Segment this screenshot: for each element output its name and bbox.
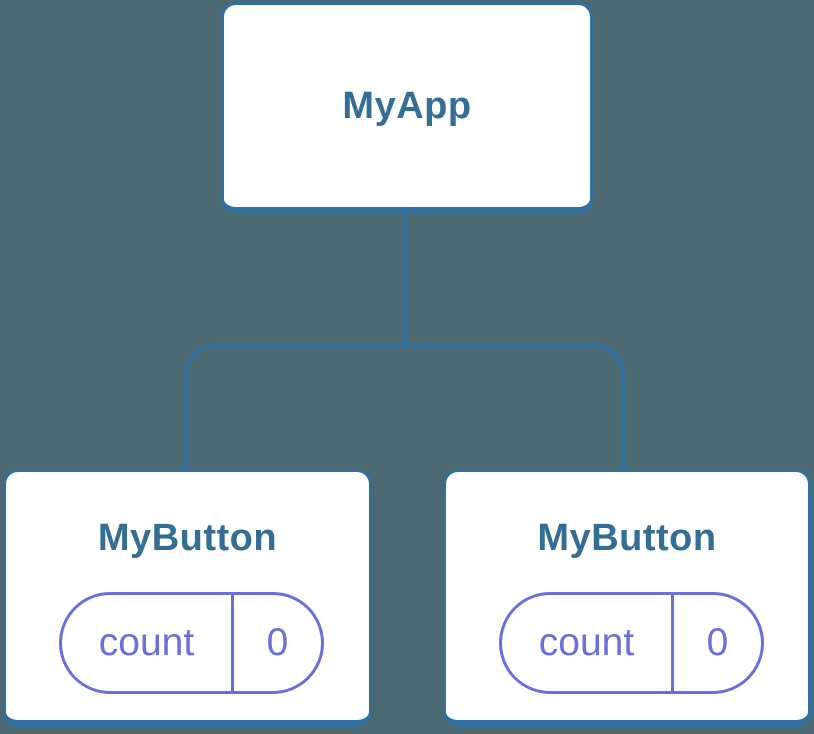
state-value: 0	[706, 621, 729, 664]
state-key: count	[502, 595, 674, 691]
state-key: count	[62, 595, 234, 691]
child-node-label: MyButton	[537, 517, 717, 559]
state-pill: count 0	[59, 592, 324, 694]
state-pill: count 0	[499, 592, 764, 694]
connector-branch	[184, 343, 625, 472]
child-node-label: MyButton	[97, 517, 278, 559]
component-node-child-left: MyButton count 0	[3, 469, 372, 727]
component-node-root: MyApp	[221, 2, 593, 214]
component-node-child-right: MyButton count 0	[443, 469, 811, 727]
root-node-label: MyApp	[342, 85, 472, 127]
state-value: 0	[266, 621, 289, 664]
connector-trunk	[404, 212, 408, 344]
